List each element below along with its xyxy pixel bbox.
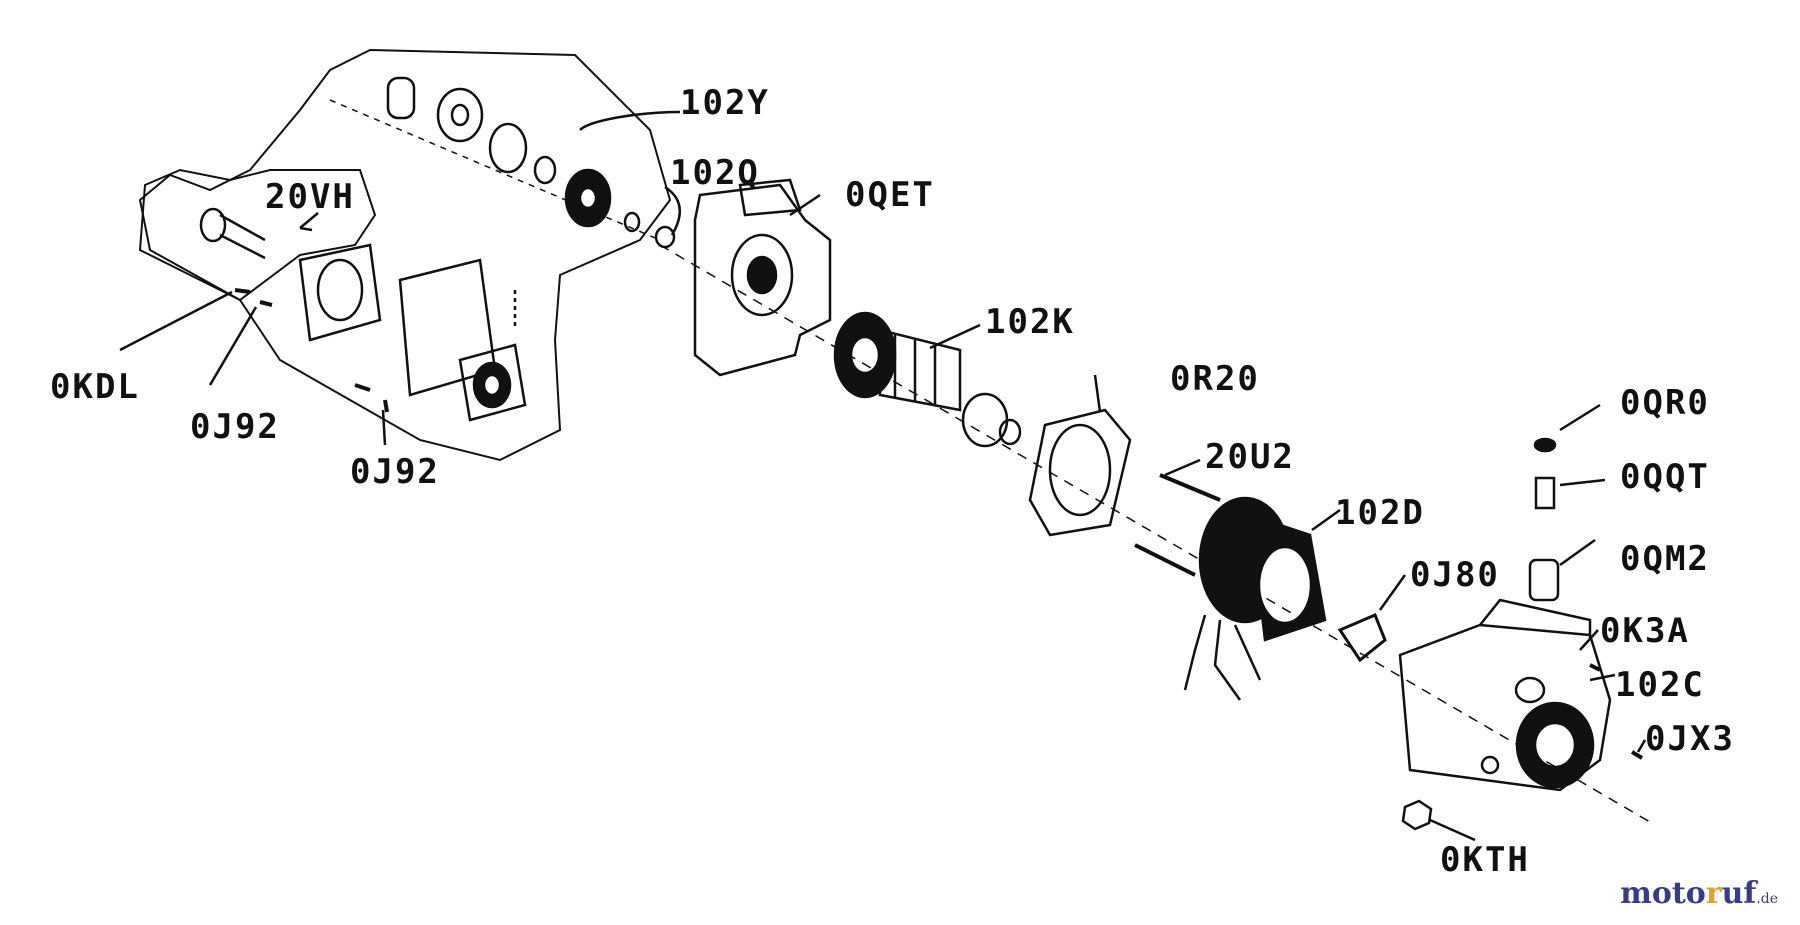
watermark-part-1: moto	[1620, 876, 1706, 911]
part-label: 102Y	[680, 83, 770, 123]
part-label: 0J92	[190, 407, 280, 447]
bearing-plate	[1028, 408, 1132, 537]
nut	[1401, 799, 1433, 831]
part-label: 0KDL	[50, 367, 140, 407]
armature	[833, 311, 1022, 448]
part-label: 0KTH	[1440, 840, 1530, 880]
watermark-part-2: r	[1705, 876, 1722, 911]
gear-kit-parts	[329, 76, 661, 241]
leader-lines	[119, 110, 1647, 842]
watermark-part-3: uf	[1721, 876, 1757, 911]
part-label: 0R20	[1170, 359, 1260, 399]
watermark-tld: .de	[1756, 891, 1778, 907]
part-label: 0J80	[1410, 555, 1500, 595]
part-label: 0K3A	[1600, 611, 1690, 651]
part-label: 102D	[1335, 493, 1425, 533]
watermark-logo: motoruf.de	[1620, 879, 1778, 909]
assembly-axis	[659, 244, 1651, 823]
part-label: 0QR0	[1620, 383, 1710, 423]
brush-parts	[1528, 437, 1644, 760]
shaft-part	[199, 207, 313, 260]
part-label: 0QET	[845, 175, 935, 215]
part-label: 20U2	[1205, 437, 1295, 477]
gear-housing	[654, 178, 832, 377]
motor-housing	[1398, 598, 1612, 792]
mount-plates	[298, 243, 527, 422]
part-label: 0QM2	[1620, 539, 1710, 579]
shaft-kit-outline	[138, 168, 377, 302]
part-label: 20VH	[265, 177, 355, 217]
part-label: 0QQT	[1620, 457, 1710, 497]
part-label: 102C	[1615, 665, 1705, 705]
part-label: 0J92	[350, 452, 440, 492]
small-screws	[234, 288, 389, 413]
part-label: 102K	[985, 302, 1075, 342]
gasket	[1337, 613, 1387, 663]
part-label: 0JX3	[1645, 719, 1735, 759]
field-coil	[1183, 496, 1327, 701]
gear-kit-outline	[138, 48, 672, 462]
part-label: 102Q	[670, 153, 760, 193]
screws	[1134, 473, 1221, 577]
